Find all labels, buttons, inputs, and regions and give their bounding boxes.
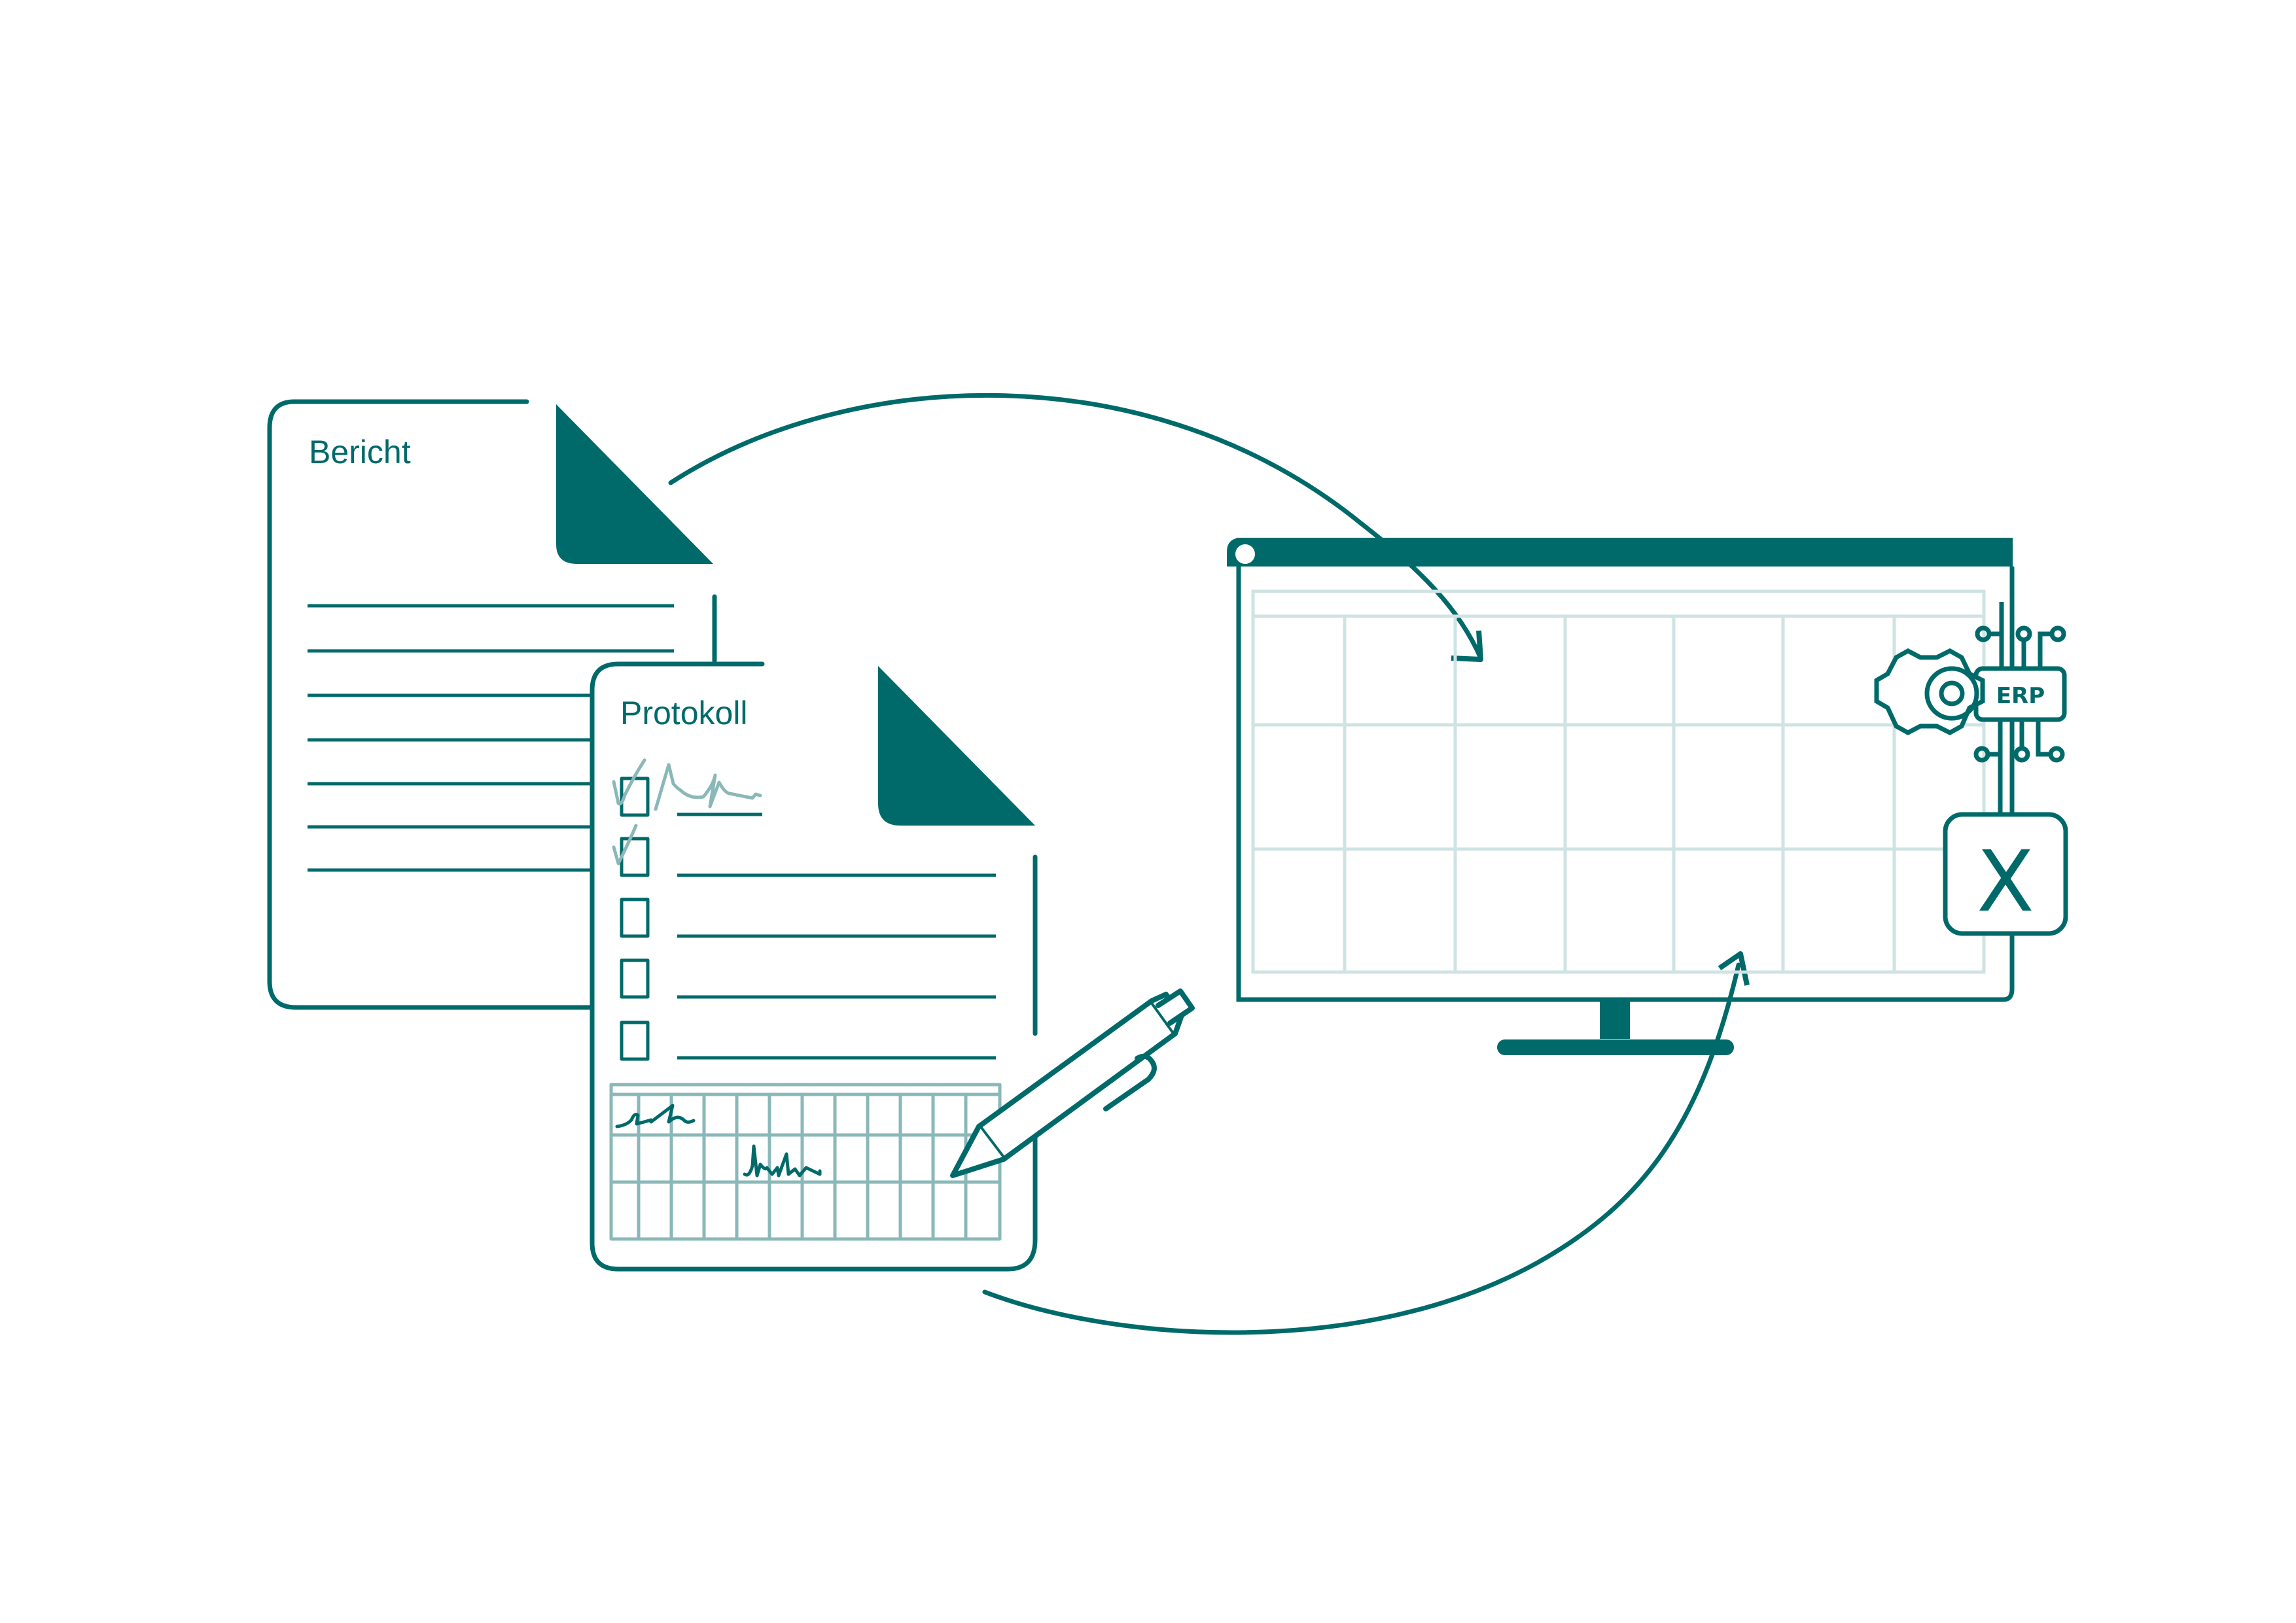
excel-icon: X (1943, 812, 2068, 936)
arrow-from-documents-icon (982, 951, 1750, 1335)
signature-table-full (609, 1083, 1002, 1241)
check-icon (612, 824, 638, 865)
checkbox (620, 958, 650, 999)
protocol-document (590, 661, 1038, 1272)
arrow-to-monitor-icon (668, 393, 1483, 662)
text-lines (308, 604, 674, 872)
excel-label: X (1977, 833, 2034, 931)
pen-icon (950, 988, 1195, 1178)
erp-label: ERP (1996, 683, 2045, 709)
report-title: Bericht (309, 434, 411, 470)
erp-gear-icon (1874, 602, 2067, 814)
signature-icon (654, 763, 762, 811)
signature-icon (615, 1104, 696, 1128)
protocol-title: Protokoll (620, 695, 748, 731)
spreadsheet-monitor-icon (1227, 538, 2015, 1055)
report-document (267, 399, 717, 1010)
page-fold (878, 666, 1035, 826)
monitor-base (1497, 1039, 1734, 1055)
checkbox (620, 1021, 650, 1061)
monitor-stand (1600, 1000, 1630, 1039)
window-dot-icon (1235, 544, 1255, 564)
checkbox (620, 898, 650, 938)
spreadsheet-grid (1251, 589, 1986, 974)
check-icon (612, 758, 646, 806)
signature-icon (743, 1144, 822, 1178)
page-fold (556, 404, 713, 564)
checkbox-checked (620, 837, 650, 877)
check-marks (612, 758, 762, 865)
